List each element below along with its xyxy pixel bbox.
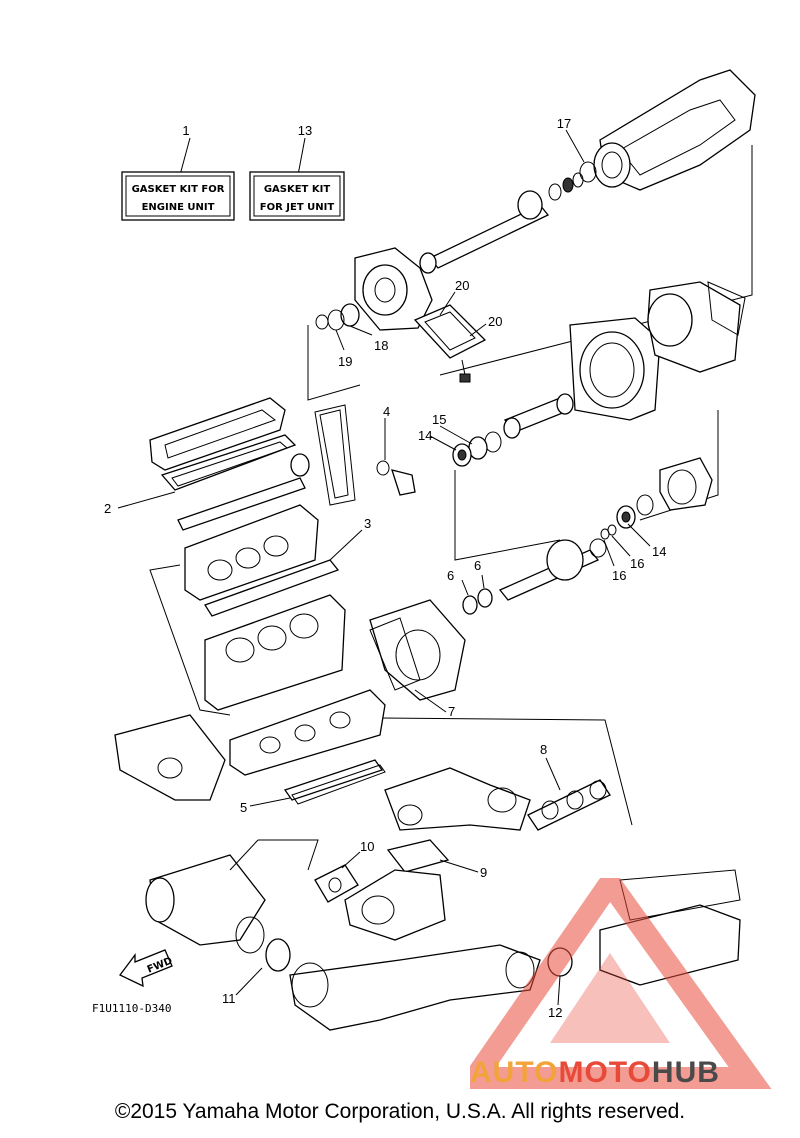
jet-nozzle-part (593, 69, 756, 191)
figure-code: F1U1110-D340 (92, 1002, 171, 1015)
gasket-5: 5 (240, 759, 386, 815)
hose-clamps: 11 (222, 916, 291, 1006)
pump-housing-part (315, 247, 433, 331)
svg-text:16: 16 (612, 568, 626, 583)
svg-text:1: 1 (182, 123, 189, 138)
crankcase (229, 689, 386, 776)
leader-bracket-left (454, 470, 561, 561)
leader-bracket-engine (149, 564, 231, 716)
fwd-arrow-icon: FWD (119, 949, 174, 988)
svg-text:9: 9 (480, 865, 487, 880)
leader-bracket-7 (379, 717, 633, 826)
svg-text:2: 2 (104, 501, 111, 516)
head-cover (149, 397, 286, 471)
exhaust-elbow (344, 869, 446, 941)
drive-shaft (498, 538, 607, 601)
gasket-9: 9 (386, 839, 487, 880)
exhaust-pipe (289, 944, 541, 1031)
intermediate-shaft: 15 14 (418, 393, 574, 467)
water-lock (145, 839, 319, 946)
svg-text:10: 10 (360, 839, 374, 854)
gasket-20: 20 20 (413, 278, 502, 383)
gasket-3: 3 (204, 516, 371, 617)
svg-text:6: 6 (474, 558, 481, 573)
svg-text:5: 5 (240, 800, 247, 815)
coupling-assembly: 14 16 16 (600, 457, 713, 583)
svg-text:20: 20 (488, 314, 502, 329)
automotohub-logo (470, 878, 772, 1089)
gasket-2: 2 (104, 434, 297, 516)
gasket-10: 10 (314, 839, 374, 903)
svg-text:14: 14 (652, 544, 666, 559)
svg-text:ENGINE UNIT: ENGINE UNIT (142, 202, 215, 213)
exhaust-gasket-8: 8 (527, 742, 611, 831)
svg-text:FOR JET UNIT: FOR JET UNIT (260, 202, 335, 213)
svg-text:3: 3 (364, 516, 371, 531)
svg-text:20: 20 (455, 278, 469, 293)
impeller-shaft-part (419, 172, 584, 274)
watermark-text: AUTOMOTOHUB (470, 1056, 720, 1089)
seal-17: 17 (557, 116, 597, 183)
gasket-kit-engine-label: 1 GASKET KIT FOR ENGINE UNIT (121, 123, 235, 221)
cylinder-block (204, 594, 346, 711)
seals-6: 6 6 (447, 558, 493, 615)
exhaust-manifold (384, 767, 531, 831)
svg-text:GASKET KIT FOR: GASKET KIT FOR (132, 184, 225, 195)
svg-text:7: 7 (448, 704, 455, 719)
water-pump-4: 4 (376, 404, 416, 496)
svg-text:12: 12 (548, 1005, 562, 1020)
cylinder-head (184, 504, 319, 601)
svg-text:16: 16 (630, 556, 644, 571)
svg-text:15: 15 (432, 412, 446, 427)
stator-housing (647, 281, 746, 373)
svg-text:18: 18 (374, 338, 388, 353)
svg-text:14: 14 (418, 428, 432, 443)
svg-text:GASKET KIT: GASKET KIT (264, 184, 331, 195)
gasket-kit-jet-label: 13 GASKET KIT FOR JET UNIT (249, 123, 345, 221)
svg-text:13: 13 (298, 123, 312, 138)
svg-text:4: 4 (383, 404, 390, 419)
oil-pan-cover (114, 714, 226, 801)
svg-text:19: 19 (338, 354, 352, 369)
svg-text:17: 17 (557, 116, 571, 131)
seal-18: 18 (349, 325, 388, 353)
timing-chain (314, 404, 356, 506)
leader-bracket-jet (439, 145, 753, 376)
ride-plate-duct (569, 317, 661, 421)
leader-bracket-19 (307, 325, 361, 401)
leader-bracket-right (639, 410, 719, 521)
seal-19: 19 (335, 329, 352, 369)
svg-text:11: 11 (222, 991, 236, 1006)
svg-text:8: 8 (540, 742, 547, 757)
camshaft (177, 453, 310, 531)
svg-text:6: 6 (447, 568, 454, 583)
copyright-notice: ©2015 Yamaha Motor Corporation, U.S.A. A… (114, 1100, 686, 1123)
generator-cover-7: 7 (369, 599, 466, 719)
